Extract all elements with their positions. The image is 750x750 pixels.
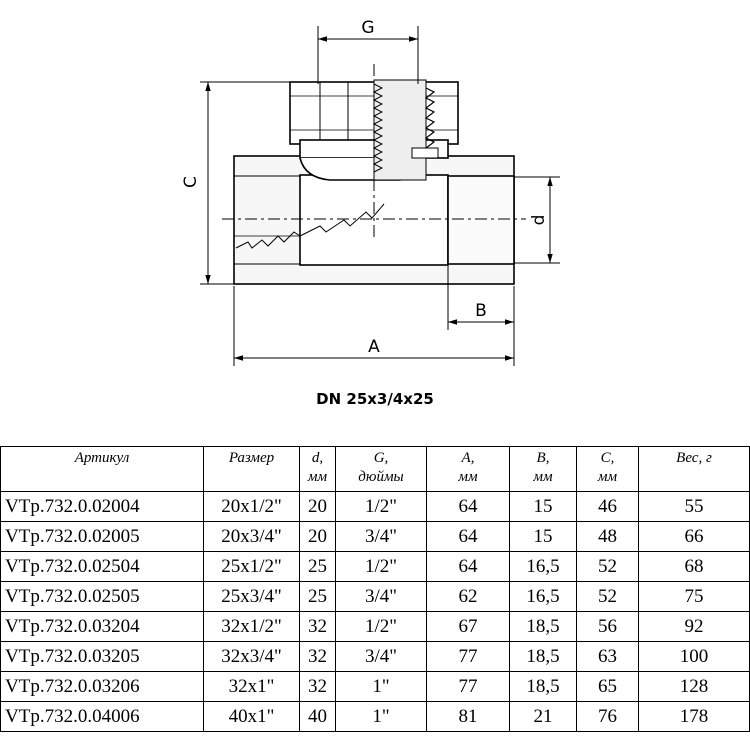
c-cell: 48 [576,521,639,552]
table-header-row: Артикул Размер d,мм G,дюймы A,мм B,мм C,… [0,446,750,492]
header-article: Артикул [0,446,204,492]
d-cell: 32 [299,611,336,642]
g-cell: 1" [335,701,427,732]
c-cell: 65 [576,671,639,702]
a-cell: 62 [426,581,510,612]
c-cell: 63 [576,641,639,672]
b-cell: 18,5 [509,611,577,642]
weight-cell: 75 [638,581,750,612]
size-cell: 32x3/4" [203,641,300,672]
g-cell: 1/2" [335,611,427,642]
d-cell: 20 [299,521,336,552]
header-d: d,мм [299,446,336,492]
article-cell: VTp.732.0.03206 [0,671,204,702]
d-cell: 32 [299,641,336,672]
size-cell: 32x1" [203,671,300,702]
d-cell: 25 [299,551,336,582]
c-cell: 52 [576,581,639,612]
weight-cell: 178 [638,701,750,732]
g-cell: 1/2" [335,551,427,582]
g-cell: 1/2" [335,491,427,522]
dimension-label-c: C [181,176,201,188]
dimension-c: C [181,81,292,285]
dimension-b: B [447,266,515,366]
g-cell: 3/4" [335,641,427,672]
g-cell: 1" [335,671,427,702]
weight-cell: 100 [638,641,750,672]
dimension-d: d [514,176,560,264]
article-cell: VTp.732.0.03204 [0,611,204,642]
header-g: G,дюймы [335,446,427,492]
size-cell: 32x1/2" [203,611,300,642]
b-cell: 16,5 [509,551,577,582]
weight-cell: 92 [638,611,750,642]
a-cell: 77 [426,671,510,702]
tee-fitting-drawing: G C d B A [181,18,560,366]
g-cell: 3/4" [335,521,427,552]
c-cell: 46 [576,491,639,522]
a-cell: 64 [426,491,510,522]
a-cell: 64 [426,551,510,582]
weight-cell: 128 [638,671,750,702]
b-cell: 21 [509,701,577,732]
c-cell: 56 [576,611,639,642]
g-cell: 3/4" [335,581,427,612]
b-cell: 18,5 [509,671,577,702]
weight-cell: 55 [638,491,750,522]
dimension-label-b: B [475,301,487,321]
article-cell: VTp.732.0.03205 [0,641,204,672]
article-cell: VTp.732.0.02504 [0,551,204,582]
dimension-label-d: d [529,215,549,226]
a-cell: 77 [426,641,510,672]
size-cell: 25x3/4" [203,581,300,612]
c-cell: 76 [576,701,639,732]
b-cell: 15 [509,491,577,522]
d-cell: 25 [299,581,336,612]
size-cell: 40x1" [203,701,300,732]
left-thread [234,203,385,249]
article-cell: VTp.732.0.04006 [0,701,204,732]
b-cell: 18,5 [509,641,577,672]
b-cell: 15 [509,521,577,552]
size-cell: 20x3/4" [203,521,300,552]
article-cell: VTp.732.0.02505 [0,581,204,612]
dimension-g: G [317,18,419,84]
c-cell: 52 [576,551,639,582]
center-lines [222,64,526,240]
dimension-label-g: G [361,18,374,38]
a-cell: 81 [426,701,510,732]
d-cell: 32 [299,671,336,702]
d-cell: 40 [299,701,336,732]
header-a: A,мм [426,446,510,492]
size-cell: 25x1/2" [203,551,300,582]
d-cell: 20 [299,491,336,522]
weight-cell: 66 [638,521,750,552]
dimension-a: A [233,286,514,366]
article-cell: VTp.732.0.02004 [0,491,204,522]
header-b: B,мм [509,446,577,492]
a-cell: 64 [426,521,510,552]
size-cell: 20x1/2" [203,491,300,522]
header-c: C,мм [576,446,639,492]
header-size: Размер [203,446,300,492]
b-cell: 16,5 [509,581,577,612]
header-weight: Вес, г [638,446,750,492]
weight-cell: 68 [638,551,750,582]
model-caption: DN 25x3/4x25 [316,390,434,408]
a-cell: 67 [426,611,510,642]
article-cell: VTp.732.0.02005 [0,521,204,552]
spec-table: Артикул Размер d,мм G,дюймы A,мм B,мм C,… [0,446,750,732]
dimension-label-a: A [368,337,380,357]
